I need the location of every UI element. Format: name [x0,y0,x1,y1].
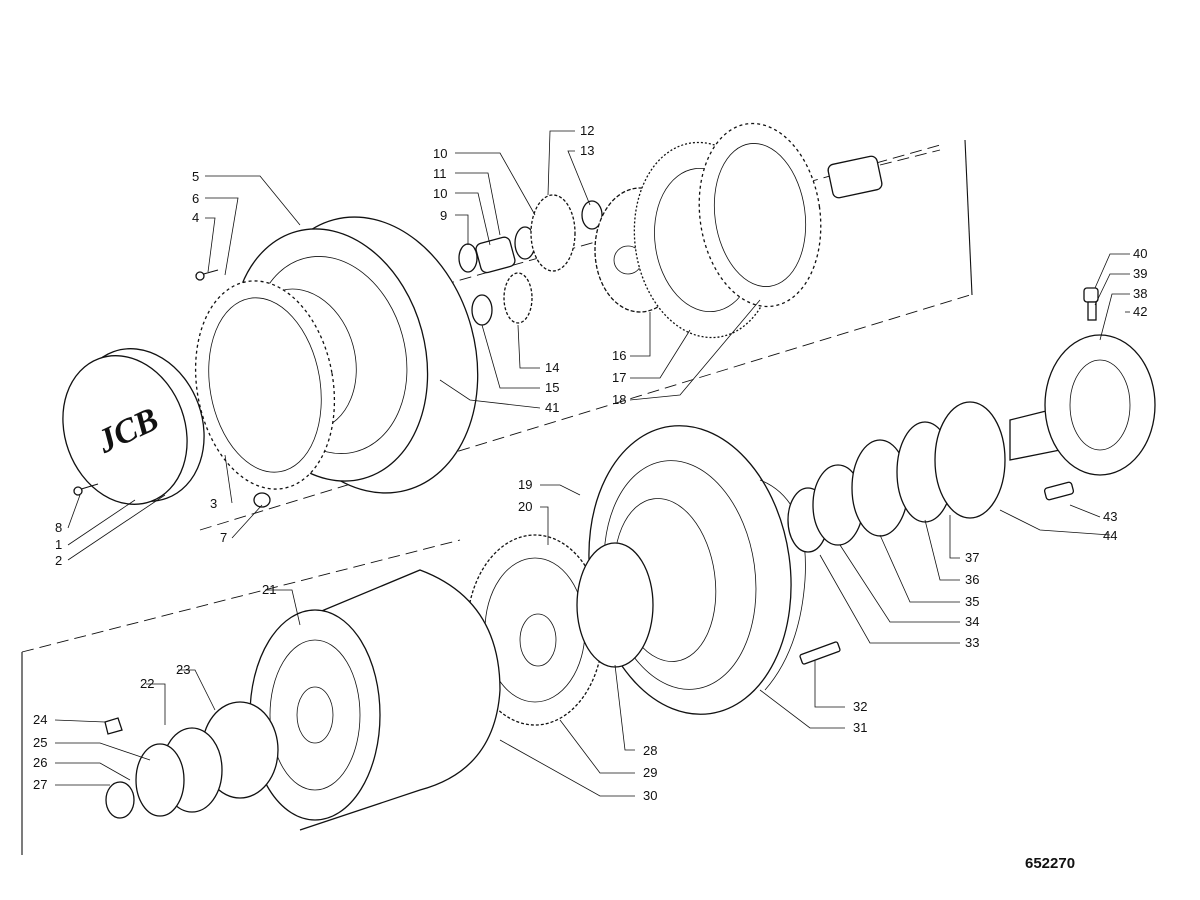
callout-18: 18 [612,392,626,407]
callout-43: 43 [1103,509,1117,524]
callout-41: 41 [545,400,559,415]
callout-14: 14 [545,360,559,375]
callout-34: 34 [965,614,979,629]
callout-33: 33 [965,635,979,650]
callout-10a: 10 [433,146,447,161]
callout-17: 17 [612,370,626,385]
callout-4: 4 [192,210,199,225]
callout-8: 8 [55,520,62,535]
callout-31: 31 [853,720,867,735]
callout-26: 26 [33,755,47,770]
callout-29: 29 [643,765,657,780]
bolts-upper [73,269,271,508]
annulus-drum-part [249,569,501,831]
planet-gear-set [458,194,603,326]
breather-fittings [799,287,1099,665]
callout-27: 27 [33,777,47,792]
callout-30: 30 [643,788,657,803]
callout-22: 22 [140,676,154,691]
callout-5: 5 [192,169,199,184]
stub-axle-part [1009,334,1156,476]
brake-plate-part [194,280,336,490]
callout-6: 6 [192,191,199,206]
ring-gear-part [633,122,822,339]
callout-9: 9 [440,208,447,223]
callout-labels: 5 6 4 3 7 8 1 2 10 11 10 9 12 13 14 15 4… [33,123,1147,803]
callout-10b: 10 [433,186,447,201]
bearing-seal-set [787,401,1006,553]
retaining-collar-set [104,701,279,819]
sun-gear-carrier-part [466,534,654,726]
section-frame-lines [21,139,973,855]
drawing-reference-number: 652270 [1025,855,1075,872]
callout-40: 40 [1133,246,1147,261]
callout-42: 42 [1133,304,1147,319]
callout-37: 37 [965,550,979,565]
callout-21: 21 [262,582,276,597]
callout-38: 38 [1133,286,1147,301]
callout-32: 32 [853,699,867,714]
callout-13: 13 [580,143,594,158]
leader-lines [54,130,1130,797]
callout-24: 24 [33,712,47,727]
callout-28: 28 [643,743,657,758]
splined-shaft-part [827,149,941,199]
callout-23: 23 [176,662,190,677]
callout-25: 25 [33,735,47,750]
end-cover-part: JCB [62,348,205,505]
callout-12: 12 [580,123,594,138]
callout-11: 11 [433,166,447,181]
callout-1: 1 [55,537,62,552]
callout-39: 39 [1133,266,1147,281]
callout-16: 16 [612,348,626,363]
callout-35: 35 [965,594,979,609]
callout-15: 15 [545,380,559,395]
callout-36: 36 [965,572,979,587]
callout-2: 2 [55,553,62,568]
callout-7: 7 [220,530,227,545]
callout-3: 3 [210,496,217,511]
callout-44: 44 [1103,528,1117,543]
callout-20: 20 [518,499,532,514]
callout-19: 19 [518,477,532,492]
